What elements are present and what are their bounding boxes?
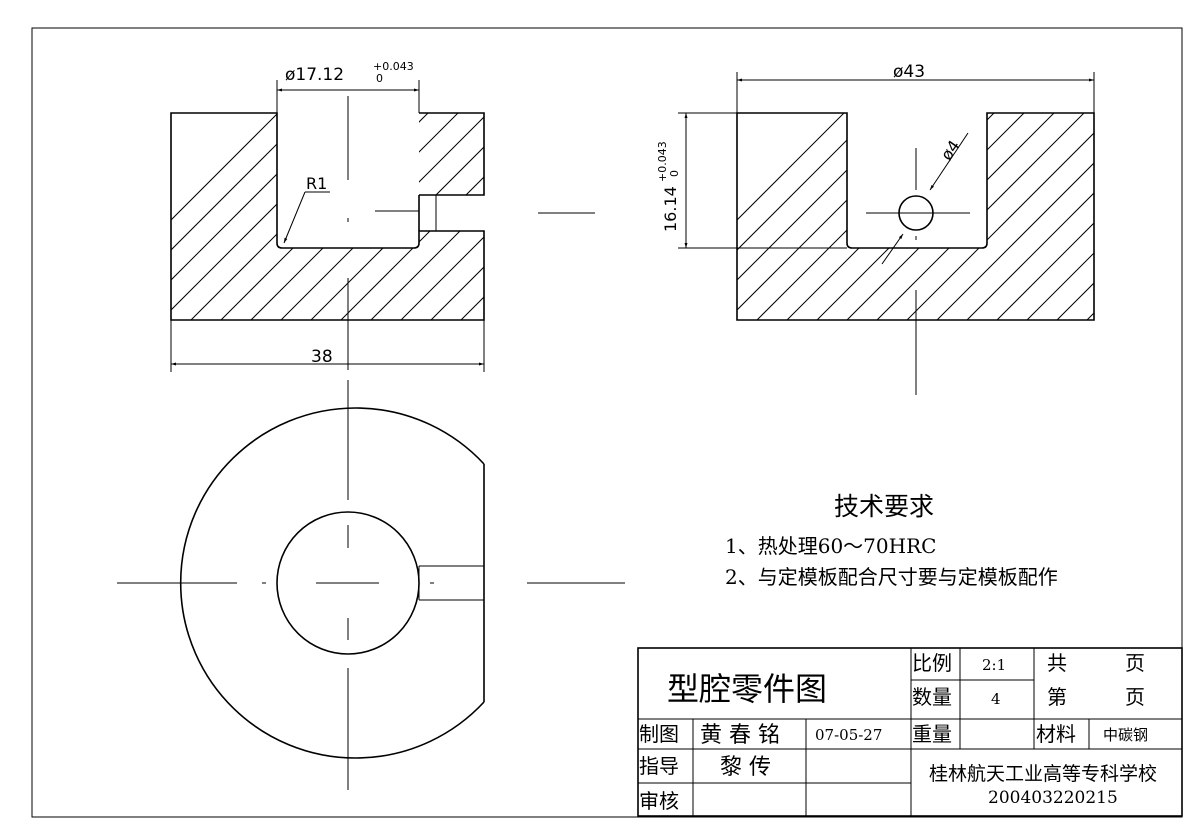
total-page-unit: 页 — [1125, 651, 1145, 675]
material-label: 材料 — [1036, 722, 1076, 746]
tech-requirements-title: 技术要求 — [834, 492, 934, 521]
dim-depth-tol-lower: 0 — [668, 170, 681, 177]
left-hatching — [171, 113, 484, 320]
left-section-view: ø17.12 +0.043 0 38 R1 — [170, 60, 595, 372]
guide-label: 指导 — [639, 754, 679, 778]
dim-hole-tol-lower: 0 — [376, 72, 383, 85]
total-label: 共 — [1047, 651, 1067, 675]
plan-view — [117, 380, 625, 790]
dim-width: 38 — [311, 347, 333, 367]
drawn-date: 07-05-27 — [815, 726, 882, 744]
tech-requirements: 技术要求 1、热处理60～70HRC 2、与定模板配合尺寸要与定模板配作 — [725, 492, 1058, 589]
sheet-label: 第 — [1047, 685, 1067, 709]
title-block: 型腔零件图 比例 2:1 数量 4 共 页 第 页 制图 黄 春 铭 07-05… — [637, 647, 1183, 817]
weight-label: 重量 — [912, 722, 952, 746]
qty-value: 4 — [991, 690, 1001, 708]
qty-label: 数量 — [912, 685, 952, 709]
drawn-by: 黄 春 铭 — [700, 723, 780, 748]
student-id: 200403220215 — [988, 788, 1118, 808]
sheet-border — [31, 27, 1183, 818]
dim-hole-tol-upper: +0.043 — [373, 60, 414, 73]
tech-requirement-1: 1、热处理60～70HRC — [725, 534, 936, 558]
dim-depth: 16.14 — [661, 186, 680, 232]
scale-label: 比例 — [912, 651, 952, 675]
dim-radius: R1 — [306, 174, 327, 193]
guide-by: 黎 传 — [720, 755, 771, 780]
dim-hole-diameter: ø17.12 — [285, 65, 344, 85]
scale-value: 2:1 — [982, 656, 1006, 674]
school-name: 桂林航天工业高等专科学校 — [929, 763, 1157, 785]
material-value: 中碳钢 — [1103, 726, 1148, 744]
right-section-view: ø4 ø43 16.14 +0.043 0 — [656, 62, 1095, 395]
dim-outer-diameter: ø43 — [893, 62, 925, 82]
tech-requirement-2: 2、与定模板配合尺寸要与定模板配作 — [725, 565, 1058, 589]
dim-small-hole: ø4 — [937, 137, 964, 164]
sheet-page-unit: 页 — [1125, 685, 1145, 709]
drawn-label: 制图 — [639, 722, 679, 746]
dim-depth-tol-upper: +0.043 — [656, 141, 669, 182]
review-label: 审核 — [639, 789, 679, 813]
right-hatching — [737, 113, 1094, 320]
drawing-name: 型腔零件图 — [667, 670, 827, 708]
